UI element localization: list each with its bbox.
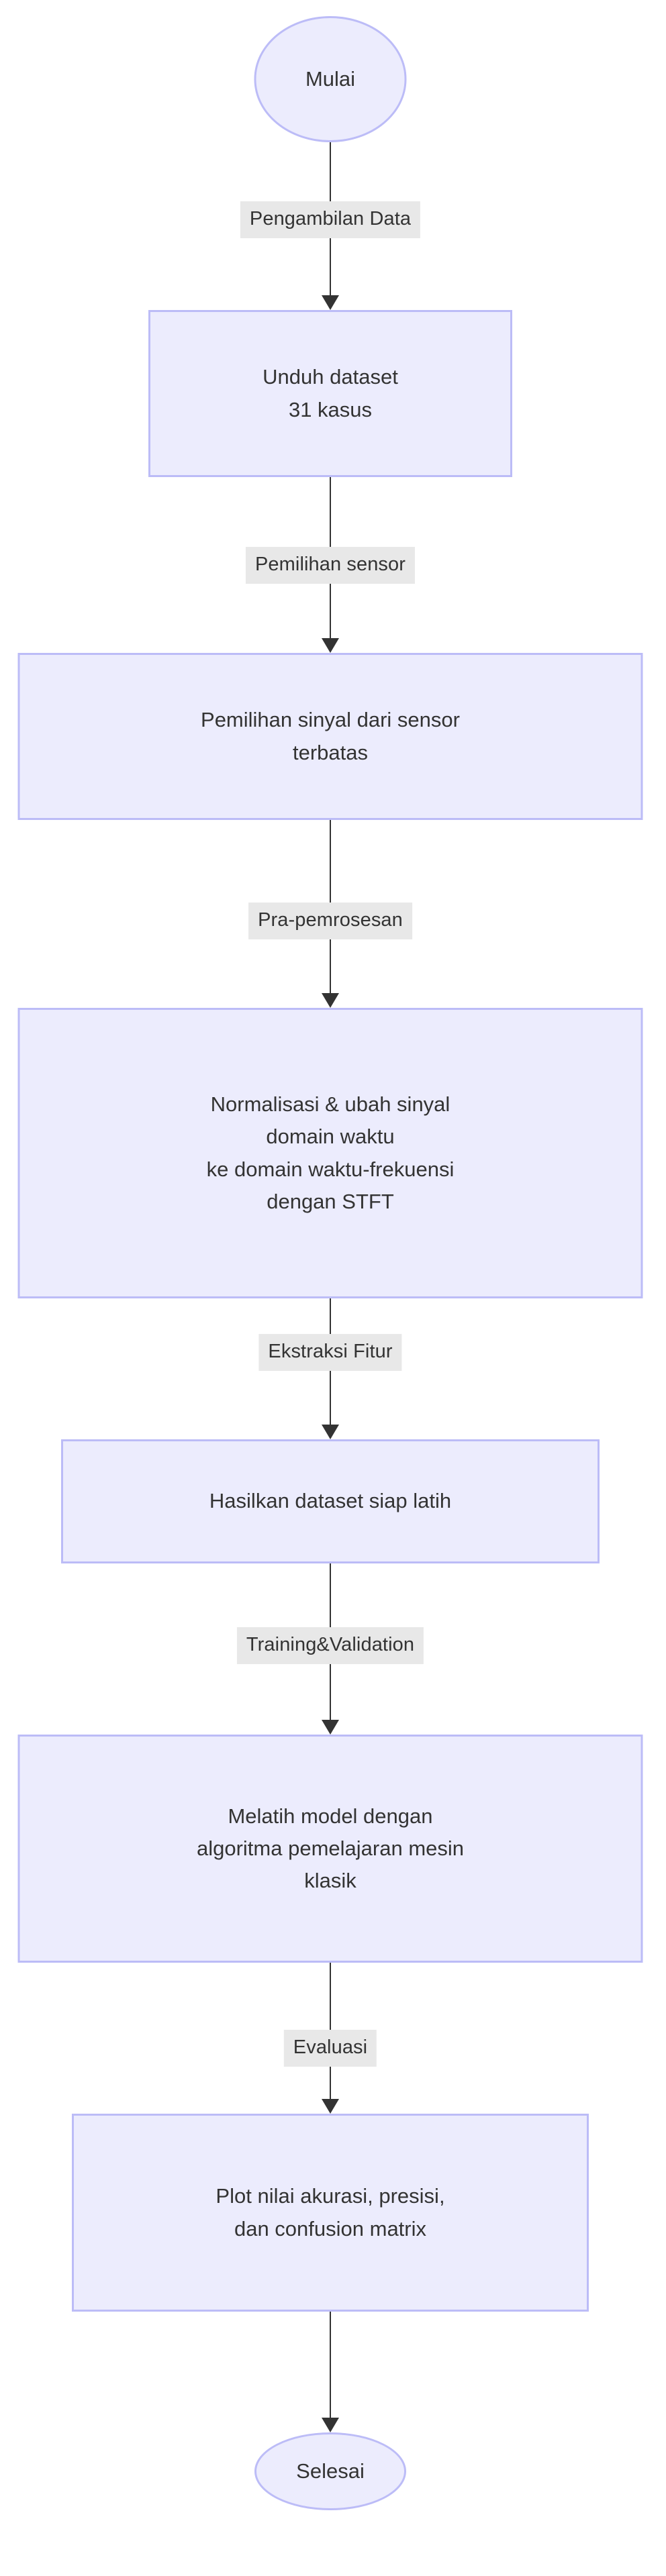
connector-plot-selesai xyxy=(330,2312,331,2418)
edge-label-pengambilan-data: Pengambilan Data xyxy=(240,201,421,238)
node-mulai-label: Mulai xyxy=(305,67,356,91)
node-melatih-model-label: Melatih model dengan algoritma pemelajar… xyxy=(196,1804,465,1893)
node-selesai[interactable]: Selesai xyxy=(254,2432,406,2510)
node-plot-evaluasi-label: Plot nilai akurasi, presisi, dan confusi… xyxy=(216,2184,445,2240)
node-hasilkan-dataset-label: Hasilkan dataset siap latih xyxy=(209,1489,452,1513)
node-unduh-dataset[interactable]: Unduh dataset 31 kasus xyxy=(148,310,512,477)
node-unduh-dataset-label: Unduh dataset 31 kasus xyxy=(263,365,398,421)
node-selesai-label: Selesai xyxy=(296,2459,365,2483)
arrowhead-pemilihan xyxy=(322,638,339,653)
node-pemilihan-sinyal[interactable]: Pemilihan sinyal dari sensor terbatas xyxy=(17,653,643,820)
arrowhead-plot xyxy=(322,2099,339,2114)
node-hasilkan-dataset[interactable]: Hasilkan dataset siap latih xyxy=(61,1439,600,1563)
arrowhead-hasilkan xyxy=(322,1425,339,1439)
arrowhead-selesai xyxy=(322,2418,339,2432)
node-melatih-model[interactable]: Melatih model dengan algoritma pemelajar… xyxy=(17,1735,643,1963)
edge-label-evaluasi: Evaluasi xyxy=(283,2030,377,2067)
edge-label-pemilihan-sensor: Pemilihan sensor xyxy=(245,547,416,584)
arrowhead-melatih xyxy=(322,1720,339,1735)
edge-label-pra-pemrosesan: Pra-pemrosesan xyxy=(248,903,412,939)
arrowhead-unduh xyxy=(322,295,339,310)
node-pemilihan-sinyal-label: Pemilihan sinyal dari sensor terbatas xyxy=(201,708,460,764)
node-normalisasi-stft[interactable]: Normalisasi & ubah sinyal domain waktu k… xyxy=(17,1008,643,1298)
arrowhead-normalisasi xyxy=(322,993,339,1008)
edge-label-training-validation: Training&Validation xyxy=(236,1627,424,1664)
node-mulai[interactable]: Mulai xyxy=(254,16,407,142)
edge-label-ekstraksi-fitur: Ekstraksi Fitur xyxy=(258,1334,402,1371)
node-plot-evaluasi[interactable]: Plot nilai akurasi, presisi, dan confusi… xyxy=(72,2114,589,2312)
node-normalisasi-stft-label: Normalisasi & ubah sinyal domain waktu k… xyxy=(206,1092,455,1213)
